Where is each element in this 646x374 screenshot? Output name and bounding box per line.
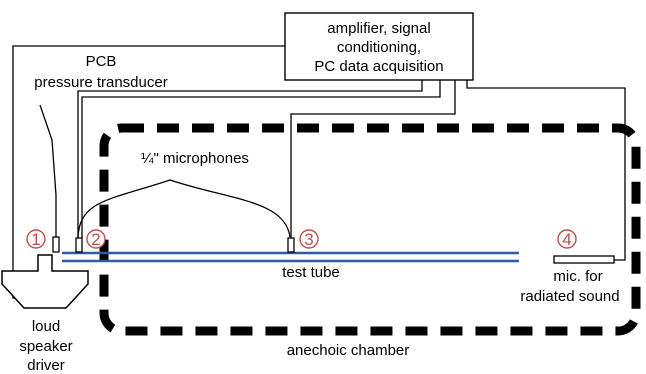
acquisition-box-line2: conditioning, [337, 39, 421, 56]
acquisition-box-line1: amplifier, signal [327, 20, 430, 37]
wire-microphone-1b [81, 80, 441, 238]
speaker-label-line2: speaker [19, 338, 72, 355]
radiated-mic-label-line2: radiated sound [520, 288, 619, 305]
speaker-label-line3: driver [27, 357, 65, 374]
speaker-label-line1: loud [32, 318, 60, 335]
marker-3-number: 3 [304, 230, 313, 249]
acquisition-box-line3: PC data acquisition [314, 58, 443, 75]
microphone-1 [75, 237, 83, 253]
marker-4-number: 4 [562, 230, 571, 249]
pcb-label-line1: PCB [86, 53, 117, 70]
microphone-2 [287, 237, 295, 253]
anechoic-chamber-boundary [99, 123, 641, 336]
wire-pressure-transducer [39, 104, 57, 237]
radiated-sound-microphone [553, 255, 615, 264]
test-tube-label: test tube [282, 264, 340, 281]
marker-1-number: 1 [31, 230, 40, 249]
marker-4: 4 [557, 229, 577, 249]
wire-microphone-1 [77, 80, 423, 238]
microphones-brace [77, 179, 291, 238]
microphones-label: ¼" microphones [141, 150, 249, 167]
marker-2: 2 [86, 229, 106, 249]
loudspeaker-driver [1, 254, 89, 309]
pcb-label-line2: pressure transducer [34, 74, 167, 91]
marker-1: 1 [26, 229, 46, 249]
acquisition-box [284, 12, 474, 81]
marker-3: 3 [299, 229, 319, 249]
pressure-transducer [52, 236, 60, 253]
anechoic-chamber-label: anechoic chamber [287, 342, 410, 359]
wire-radiated-mic [466, 80, 626, 261]
wire-microphone-2 [290, 80, 456, 238]
marker-2-number: 2 [91, 230, 100, 249]
radiated-mic-label-line1: mic. for [553, 268, 602, 285]
